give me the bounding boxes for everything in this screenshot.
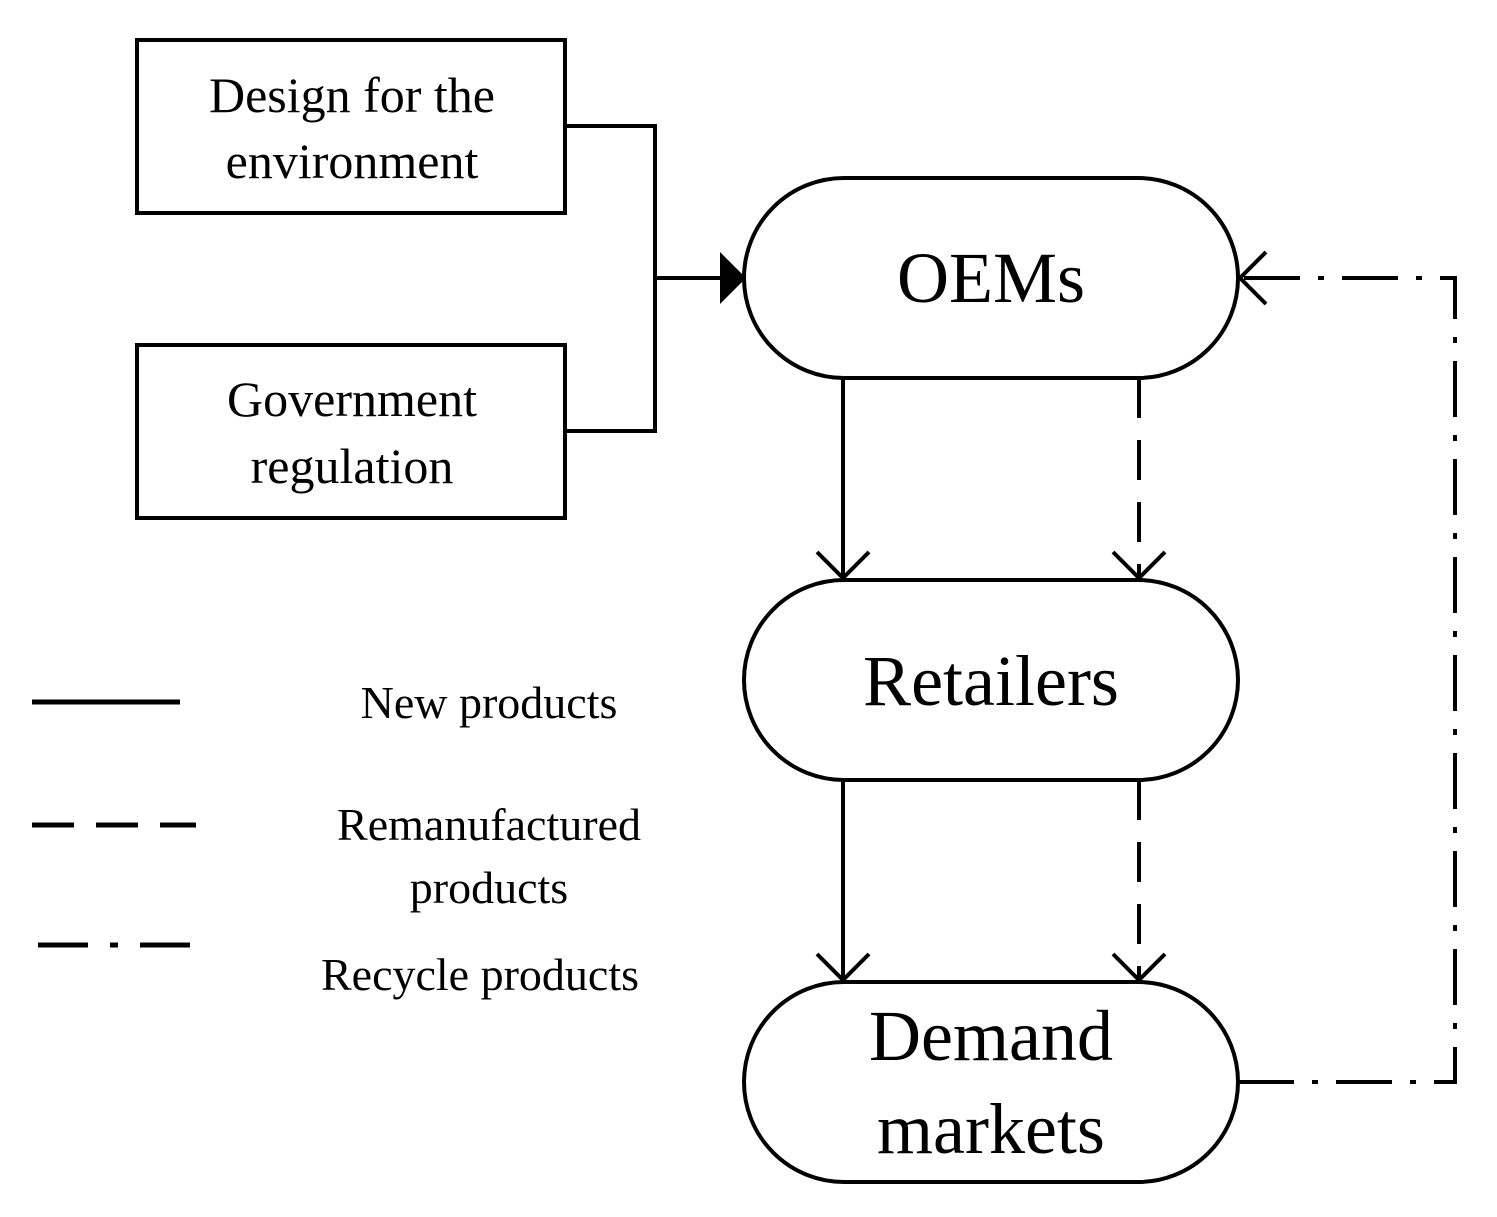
remanufactured-oems-to-retailers <box>1111 378 1167 581</box>
remanufactured-retailers-to-demand <box>1111 780 1167 983</box>
arrowhead-icon <box>1237 250 1268 306</box>
government-regulation-box: Government regulation <box>135 343 567 520</box>
arrowhead-icon <box>815 550 871 581</box>
legend-recycle-products-label: Recycle products <box>321 949 639 1000</box>
recycle-demand-to-oems <box>1237 250 1457 1084</box>
retailers-node: Retailers <box>742 578 1240 782</box>
legend-remanufactured-line2: products <box>410 862 568 913</box>
retailers-label: Retailers <box>863 641 1119 721</box>
filled-arrowhead-icon <box>720 252 746 304</box>
oems-label: OEMs <box>897 238 1085 318</box>
design-for-environment-box: Design for the environment <box>135 38 567 215</box>
new-products-oems-to-retailers <box>815 378 871 581</box>
government-box-line2: regulation <box>251 438 454 494</box>
arrowhead-icon <box>1111 550 1167 581</box>
demand-markets-node: Demand markets <box>742 980 1240 1184</box>
arrowhead-icon <box>815 952 871 983</box>
legend: New products Remanufactured products Rec… <box>32 677 641 1000</box>
legend-new-products: New products <box>32 677 617 728</box>
new-products-retailers-to-demand <box>815 780 871 983</box>
design-box-line1: Design for the <box>209 67 495 123</box>
demand-label-line1: Demand <box>869 996 1113 1076</box>
arrowhead-icon <box>1111 952 1167 983</box>
design-box-line2: environment <box>226 133 479 189</box>
inputs-to-oems-connector <box>565 124 746 433</box>
oems-node: OEMs <box>742 176 1240 380</box>
government-box-line1: Government <box>227 371 477 427</box>
demand-label-line2: markets <box>877 1089 1105 1169</box>
legend-new-products-label: New products <box>361 677 618 728</box>
legend-recycle-products: Recycle products <box>38 942 639 1000</box>
legend-remanufactured-products: Remanufactured products <box>32 799 641 913</box>
legend-remanufactured-line1: Remanufactured <box>337 799 641 850</box>
